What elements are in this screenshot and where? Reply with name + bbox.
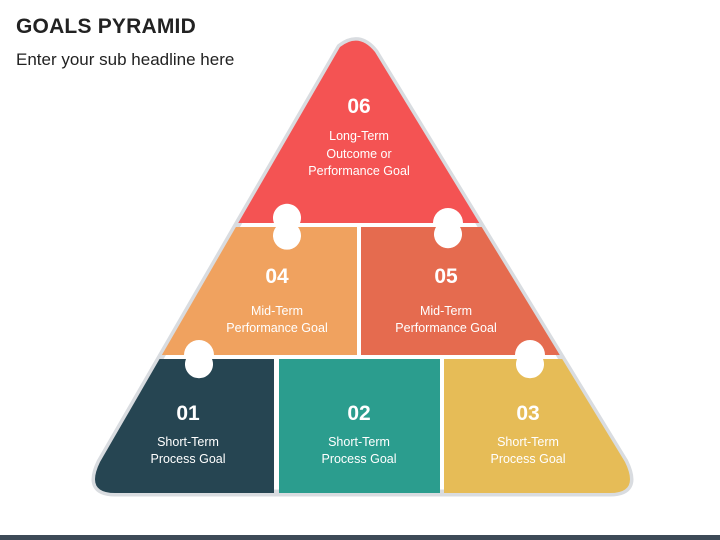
piece-05-label-line2: Performance Goal [395,321,496,335]
piece-06-label-line3: Performance Goal [308,164,409,178]
page-title: GOALS PYRAMID [16,15,196,38]
piece-01-number: 01 [176,402,200,425]
piece-02-number: 02 [347,402,370,425]
piece-01-label-line2: Process Goal [150,452,225,466]
piece-05-label-line1: Mid-Term [420,304,472,318]
footer-bar [0,535,720,540]
piece-04-label-line1: Mid-Term [251,304,303,318]
piece-05-number: 05 [434,265,458,288]
piece-03-number: 03 [516,402,539,425]
piece-02-label-line1: Short-Term [328,435,390,449]
piece-05 [361,227,580,355]
piece-06-label-line2: Outcome or [326,147,391,161]
piece-06-label-line1: Long-Term [329,129,389,143]
piece-01-label-line1: Short-Term [157,435,219,449]
piece-03-label-line1: Short-Term [497,435,559,449]
piece-06-number: 06 [347,95,370,118]
piece-02-label-line2: Process Goal [321,452,396,466]
piece-04-label-line2: Performance Goal [226,321,327,335]
piece-04-number: 04 [265,265,289,288]
page-subtitle: Enter your sub headline here [16,50,235,69]
piece-02 [279,359,440,494]
piece-03-label-line2: Process Goal [490,452,565,466]
